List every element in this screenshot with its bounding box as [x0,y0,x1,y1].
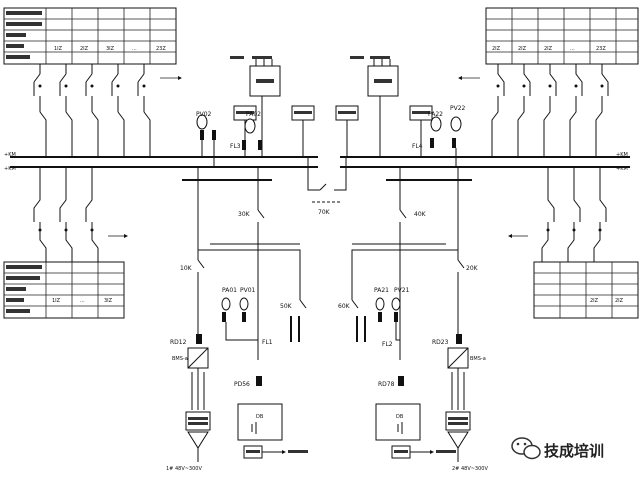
feeder-label: 2IZ [80,46,89,52]
label: DB [396,414,404,420]
feeder-label: 2IZ [518,46,527,52]
feeder-label: ... [570,46,575,52]
feeder-label: 2IZ [492,46,501,52]
meter-group-right: PA22 PV22 FL4 [335,56,466,167]
feeder-label: 3IZ [106,46,115,52]
meter-label: PV22 [450,105,466,112]
bus-label: +KM [616,166,628,172]
feeder-drops-top-right [458,64,609,158]
charger-section-left: 30K 10K 50K PA01 PV01 FL1 RD12 BMS-a PD5… [166,167,308,472]
feeder-label: 1IZ [52,298,61,304]
label: RD12 [170,339,187,346]
label: BMS-a [470,356,486,362]
bus-label: +KM [4,152,16,158]
switch-label: 20K [466,265,479,272]
supply-label: 1# 48V~300V [166,466,202,472]
watermark-text: 技成培训 [544,442,604,460]
meter-label: FL4 [412,143,423,150]
feeder-table-top-left: 1IZ 2IZ 3IZ ... 23Z [3,7,177,65]
meter-label: PV21 [394,287,410,294]
wechat-icon [511,437,541,460]
bus-label: +KM [616,152,628,158]
feeder-drops-top-left [33,64,182,158]
dc-bus-left: +KM +KM [4,152,318,172]
meter-label: FL1 [262,339,273,346]
feeder-label: 3IZ [104,298,113,304]
meter-label: PV02 [196,111,212,118]
label: DB [256,414,264,420]
switch-label: 70K [318,209,331,216]
switch-label: 40K [414,211,427,218]
switch-label: 50K [280,303,293,310]
feeder-label: ... [132,46,137,52]
feeder-drops-bottom-right [508,167,607,262]
meter-label: PA22 [428,111,443,118]
meter-label: PA01 [222,287,237,294]
switch-label: 30K [238,211,251,218]
feeder-label: 2IZ [590,298,599,304]
feeder-label: 2IZ [615,298,624,304]
feeder-table-bottom-left: 1IZ ... 3IZ [3,261,125,319]
feeder-label: 2IZ [544,46,553,52]
label: RD23 [432,339,449,346]
watermark: 技成培训 [511,437,604,460]
supply-label: 2# 48V~300V [452,466,488,472]
feeder-table-top-right: 2IZ 2IZ 2IZ ... 23Z [485,7,639,65]
switch-label: 10K [180,265,193,272]
feeder-table-bottom-right: 2IZ 2IZ [533,261,639,319]
feeder-label: 1IZ [54,46,63,52]
bus-tie-70k: 70K [307,157,347,216]
feeder-drops-bottom-left [33,167,128,262]
label: RD78 [378,381,395,388]
feeder-label: ... [80,298,85,304]
feeder-label: 23Z [596,46,606,52]
meter-label: PA21 [374,287,389,294]
switch-label: 60K [338,303,351,310]
label: BMS-a [172,356,188,362]
meter-label: FL3 [230,143,241,150]
label: PD56 [234,381,250,388]
bus-label: +KM [4,166,16,172]
meter-label: PV01 [240,287,256,294]
meter-group-left: PV02 PA02 FL3 [196,56,315,167]
charger-section-right: 40K 20K 60K PA21 PV21 FL2 RD23 BMS-a RD7… [338,167,488,472]
dc-bus-right: +KM +KM [340,152,630,172]
meter-label: FL2 [382,341,393,348]
feeder-label: 23Z [156,46,166,52]
meter-label: PA02 [246,111,261,118]
